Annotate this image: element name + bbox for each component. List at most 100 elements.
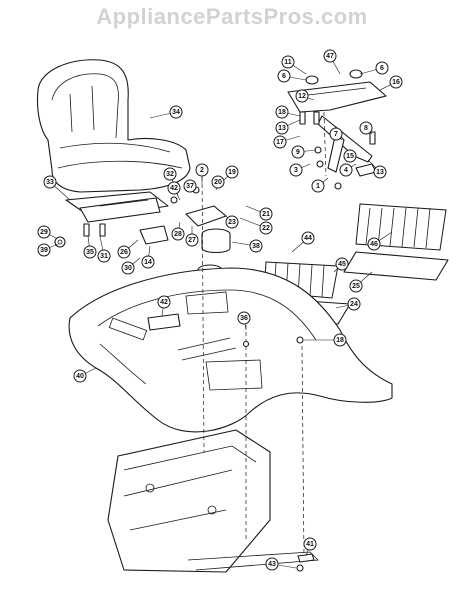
callout-number: 47 [326, 53, 334, 60]
callout-circle [83, 245, 97, 259]
callout-39: 39 [37, 243, 59, 257]
callout-number: 29 [40, 229, 48, 236]
callout-circle [375, 61, 389, 75]
callout-42: 42 [167, 181, 181, 201]
callout-13: 13 [367, 159, 387, 179]
callout-number: 35 [86, 249, 94, 256]
callout-41: 41 [303, 537, 317, 557]
callout-28: 28 [171, 221, 185, 241]
callout-number: 14 [144, 259, 152, 266]
callout-number: 16 [392, 79, 400, 86]
callout-circle [121, 261, 135, 275]
fasteners [147, 313, 315, 572]
watermark-text: AppliancePartsPros.com [96, 4, 367, 29]
callout-circle [275, 105, 289, 119]
callout-number: 44 [304, 235, 312, 242]
callout-circle [311, 179, 325, 193]
callout-number: 46 [370, 241, 378, 248]
callout-number: 37 [186, 183, 194, 190]
callout-number: 34 [172, 109, 180, 116]
callout-29: 29 [37, 225, 57, 239]
callout-number: 20 [214, 179, 222, 186]
callout-circle [367, 237, 381, 251]
callout-number: 2 [200, 167, 204, 174]
callout-circle [295, 89, 309, 103]
callout-number: 33 [46, 179, 54, 186]
callout-circle [335, 257, 349, 271]
body-fender [68, 267, 393, 433]
callout-circle [333, 333, 347, 347]
callout-30: 30 [121, 257, 141, 275]
callout-9: 9 [291, 145, 317, 159]
callout-circle [141, 255, 155, 269]
callout-26: 26 [117, 239, 139, 259]
callout-circle [117, 245, 131, 259]
callout-circle [339, 163, 353, 177]
callout-circle [225, 165, 239, 179]
callout-number: 19 [228, 169, 236, 176]
callout-number: 42 [170, 185, 178, 192]
callout-circle [37, 225, 51, 239]
callout-35: 35 [83, 235, 97, 259]
callout-6: 6 [277, 69, 307, 83]
callout-circle [303, 537, 317, 551]
callout-40: 40 [73, 367, 97, 383]
callout-17: 17 [273, 135, 301, 149]
callout-circle [163, 167, 177, 181]
callout-number: 23 [228, 219, 236, 226]
callout-number: 18 [278, 109, 286, 116]
callout-circle [185, 233, 199, 247]
callout-1: 1 [311, 177, 329, 193]
callout-31: 31 [97, 235, 111, 263]
callout-7: 7 [329, 127, 343, 141]
callout-circle [43, 175, 57, 189]
callout-circle [373, 165, 387, 179]
callout-18: 18 [304, 333, 347, 347]
callout-21: 21 [245, 205, 273, 221]
callout-circle [343, 149, 357, 163]
callout-number: 6 [282, 73, 286, 80]
callout-43: 43 [265, 557, 297, 571]
callout-number: 9 [296, 149, 300, 156]
callout-number: 21 [262, 211, 270, 218]
callout-circle [171, 227, 185, 241]
callout-circle [249, 239, 263, 253]
callout-circle [169, 105, 183, 119]
seat-pan [65, 191, 169, 223]
callout-44: 44 [291, 231, 315, 253]
callout-number: 45 [338, 261, 346, 268]
callout-number: 38 [252, 243, 260, 250]
callout-8: 8 [359, 121, 373, 135]
callout-number: 40 [76, 373, 84, 380]
callout-number: 24 [350, 301, 358, 308]
callout-22: 22 [239, 217, 273, 235]
callout-circle [73, 369, 87, 383]
callout-13: 13 [275, 119, 301, 135]
callout-circle [277, 69, 291, 83]
callout-24: 24 [335, 297, 361, 311]
callout-14: 14 [141, 245, 155, 269]
callout-number: 41 [306, 541, 314, 548]
callout-19: 19 [221, 165, 239, 183]
callout-2: 2 [195, 163, 209, 184]
callout-33: 33 [43, 175, 71, 201]
callout-number: 8 [364, 125, 368, 132]
callout-number: 3 [294, 167, 298, 174]
callout-circle [259, 207, 273, 221]
callout-circle [97, 249, 111, 263]
callout-4: 4 [339, 163, 357, 177]
seat [36, 59, 191, 193]
callout-number: 26 [120, 249, 128, 256]
callout-circle [323, 49, 337, 63]
callout-45: 45 [333, 257, 349, 273]
callout-36: 36 [237, 311, 251, 331]
callout-circle [275, 121, 289, 135]
callout-number: 30 [124, 265, 132, 272]
callout-16: 16 [379, 75, 403, 91]
alignment-lines [201, 111, 327, 561]
callout-15: 15 [343, 149, 357, 163]
callout-circle [225, 215, 239, 229]
callout-25: 25 [349, 271, 373, 293]
